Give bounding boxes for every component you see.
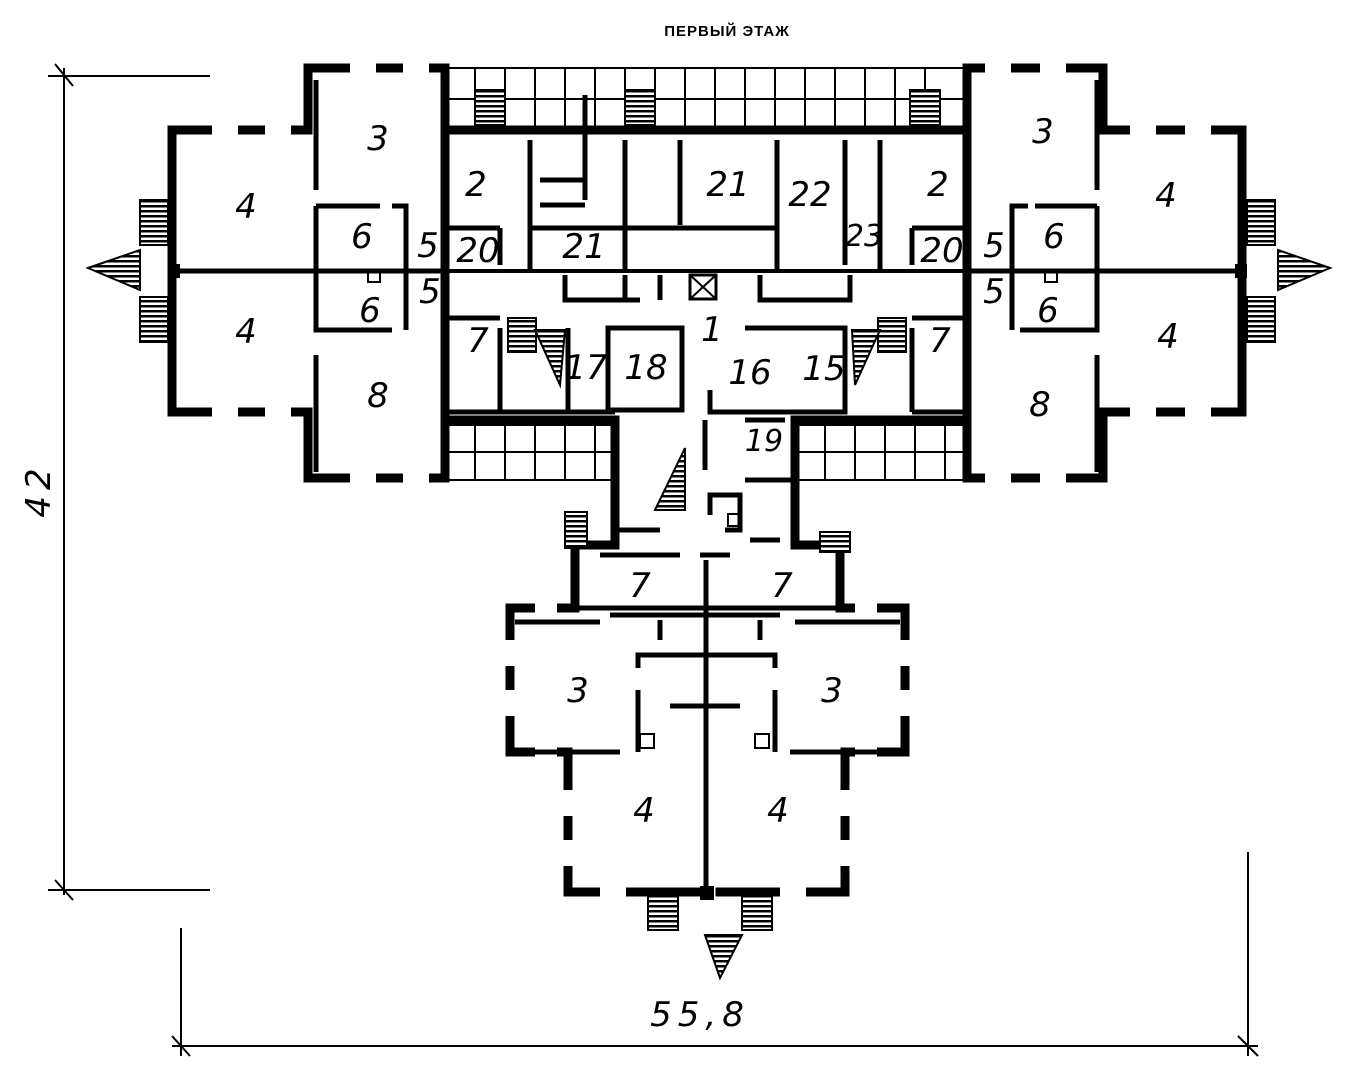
room-5-label: 5 bbox=[983, 272, 1005, 312]
room-20-label: 20 bbox=[456, 231, 499, 271]
room-6-label: 6 bbox=[351, 217, 373, 257]
room-4-label: 4 bbox=[1157, 317, 1179, 357]
room-3-label: 3 bbox=[1032, 112, 1054, 152]
room-23-label: 23 bbox=[845, 219, 883, 254]
room-19-label: 19 bbox=[745, 424, 783, 459]
room-7-label: 7 bbox=[629, 566, 651, 606]
room-4-label: 4 bbox=[633, 791, 655, 831]
room-labels: 3 4 2 6 5 20 21 21 22 23 2 3 4 20 5 6 4 … bbox=[235, 112, 1179, 831]
room-4-label: 4 bbox=[235, 312, 257, 352]
room-4-label: 4 bbox=[767, 791, 789, 831]
room-6-label: 6 bbox=[359, 291, 381, 331]
windows bbox=[212, 63, 1211, 897]
room-17-label: 17 bbox=[564, 348, 608, 388]
room-3-label: 3 bbox=[367, 119, 389, 159]
interior-partitions bbox=[172, 80, 1242, 755]
room-4-label: 4 bbox=[1155, 176, 1177, 216]
room-21-label: 21 bbox=[706, 165, 749, 205]
room-7-label: 7 bbox=[771, 566, 793, 606]
room-7-label: 7 bbox=[929, 321, 951, 361]
room-5-label: 5 bbox=[419, 272, 441, 312]
vent-boxes bbox=[367, 269, 1058, 749]
axis-lines bbox=[168, 264, 1247, 900]
room-2-label: 2 bbox=[927, 165, 949, 205]
room-8-label: 8 bbox=[367, 376, 389, 416]
dimension-height-label: 42 bbox=[19, 462, 59, 517]
room-15-label: 15 bbox=[802, 349, 845, 389]
room-6-label: 6 bbox=[1037, 291, 1059, 331]
plan-title: ПЕРВЫЙ ЭТАЖ bbox=[664, 22, 790, 40]
dimension-width-label: 55,8 bbox=[650, 995, 750, 1035]
dimension-height: 42 bbox=[19, 63, 210, 901]
room-4-label: 4 bbox=[235, 187, 257, 227]
room-5-label: 5 bbox=[983, 226, 1005, 266]
room-18-label: 18 bbox=[624, 348, 667, 388]
room-16-label: 16 bbox=[728, 353, 771, 393]
stairs bbox=[85, 89, 1333, 981]
room-5-label: 5 bbox=[417, 226, 439, 266]
room-3-label: 3 bbox=[821, 671, 843, 711]
room-2-label: 2 bbox=[465, 165, 487, 205]
room-6-label: 6 bbox=[1043, 217, 1065, 257]
room-3-label: 3 bbox=[567, 671, 589, 711]
room-21-label: 21 bbox=[562, 227, 605, 267]
room-1-label: 1 bbox=[701, 310, 723, 350]
room-20-label: 20 bbox=[920, 231, 963, 271]
room-22-label: 22 bbox=[788, 175, 831, 215]
room-7-label: 7 bbox=[467, 321, 489, 361]
room-8-label: 8 bbox=[1029, 385, 1051, 425]
dimension-width: 55,8 bbox=[171, 852, 1259, 1057]
